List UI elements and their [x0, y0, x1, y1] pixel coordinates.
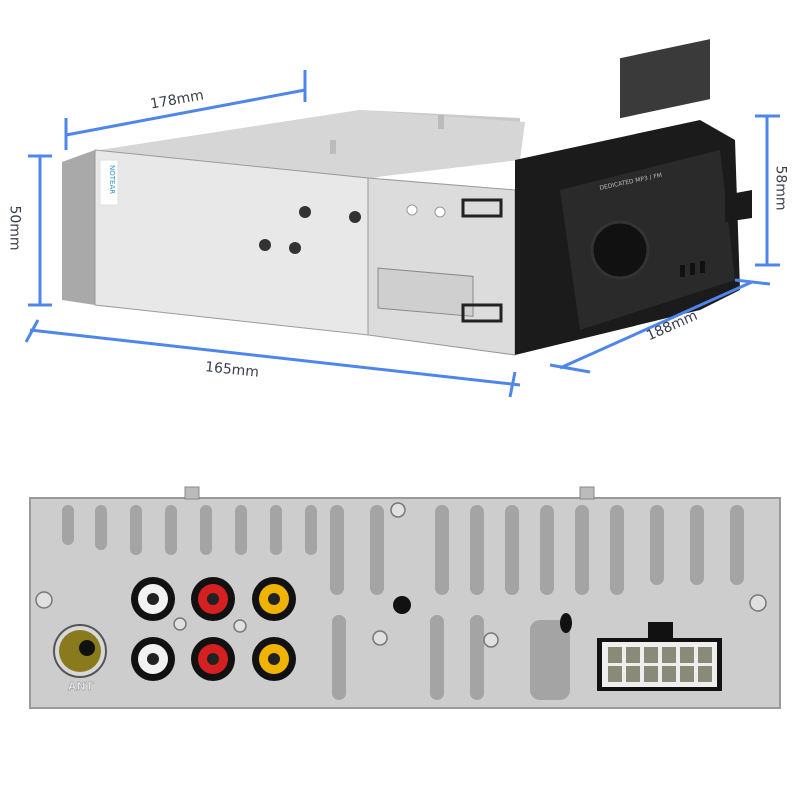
- rca-yellow-bottom: [252, 637, 296, 681]
- rca-red-top: [191, 577, 235, 621]
- head-unit-chassis: NOTEAR: [62, 110, 525, 356]
- rca-white-bottom: [131, 637, 175, 681]
- dim-label-58: 58mm: [772, 165, 789, 211]
- head-unit-faceplate: DEDICATED MP3 / FM: [515, 39, 752, 355]
- dimension-lines: [24, 70, 780, 398]
- iso-connector: [597, 622, 722, 691]
- antenna-jack: ANT: [53, 624, 107, 693]
- rca-yellow-top: [252, 577, 296, 621]
- sticker-text: NOTEAR: [108, 165, 116, 194]
- dim-label-50: 50mm: [6, 205, 23, 251]
- rca-jacks: [131, 577, 296, 681]
- rca-white-top: [131, 577, 175, 621]
- antenna-label: ANT: [68, 680, 94, 693]
- rca-red-bottom: [191, 637, 235, 681]
